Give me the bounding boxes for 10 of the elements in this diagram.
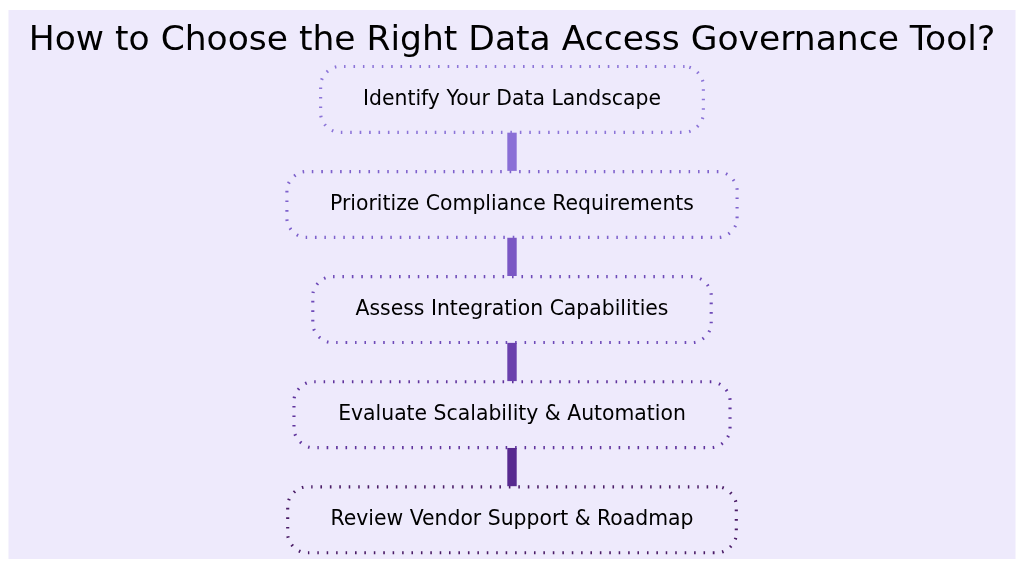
node-box: Review Vendor Support & Roadmap [286, 485, 738, 555]
node-box: Identify Your Data Landscape [319, 64, 705, 134]
connector [507, 342, 517, 382]
node-box: Assess Integration Capabilities [311, 275, 713, 345]
node-box: Prioritize Compliance Requirements [285, 170, 739, 239]
connector [507, 132, 517, 171]
connector [507, 447, 517, 487]
connector [507, 237, 517, 276]
diagram-title: How to Choose the Right Data Access Governance Tool? [28, 18, 996, 59]
node-box: Evaluate Scalability & Automation [292, 380, 732, 450]
